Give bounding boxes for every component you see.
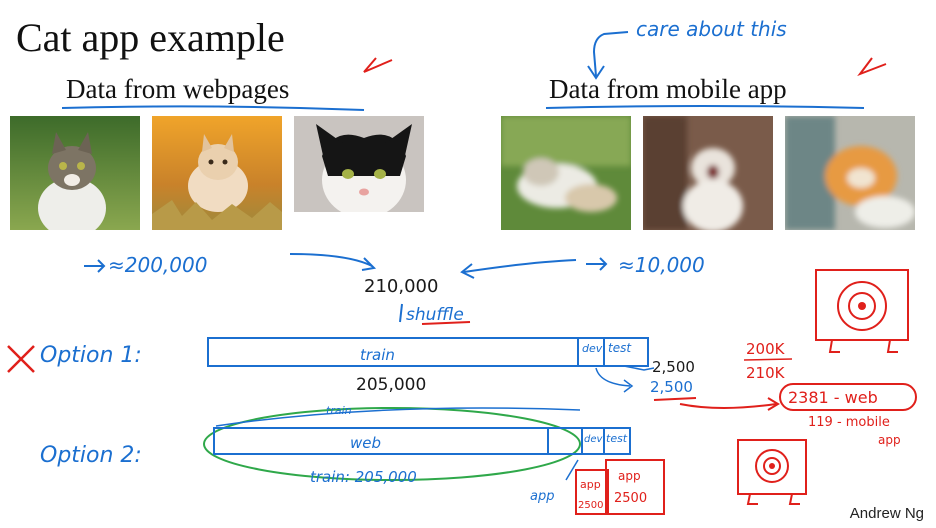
test-size-underline xyxy=(654,398,696,400)
fraction-numerator: 200K xyxy=(746,340,786,358)
option2-web-label: web xyxy=(350,434,381,452)
combined-count: 210,000 xyxy=(364,276,438,297)
option2-train-size: train: 205,000 xyxy=(310,468,417,486)
breakdown-mobile: 119 - mobile xyxy=(808,415,890,430)
option1-dev-label: dev xyxy=(582,342,603,355)
arrow-mobile-to-combined xyxy=(464,260,576,272)
arrow-to-breakdown xyxy=(680,404,776,408)
red-arrow-mark-left xyxy=(364,58,392,72)
breakdown-web: 2381 - web xyxy=(788,388,878,407)
option1-label: Option 1: xyxy=(40,343,142,368)
arrow-web-count xyxy=(84,260,104,272)
author-credit: Andrew Ng xyxy=(850,505,924,522)
dev-app-label: app xyxy=(580,478,601,491)
target-icon-large xyxy=(816,270,908,352)
dev-app-size: 2500 xyxy=(578,500,603,511)
breakdown-mobile-suffix: app xyxy=(878,433,901,447)
option2-app-label: app xyxy=(530,489,554,504)
option1-test-label: test xyxy=(608,341,632,355)
option1-dev-size: 2,500 xyxy=(652,358,695,376)
care-note-arrow xyxy=(594,32,628,76)
care-note-text: care about this xyxy=(636,17,787,41)
mobile-count: ≈10,000 xyxy=(618,253,705,277)
arrow-web-to-combined xyxy=(290,254,372,266)
option1-train-label: train xyxy=(360,346,395,364)
reject-x-mark xyxy=(8,346,34,372)
fraction-denominator: 210K xyxy=(746,364,786,382)
option1-test-size: 2,500 xyxy=(650,378,693,396)
underline-mobile-app xyxy=(546,106,864,108)
test-app-label: app xyxy=(618,469,641,483)
underline-webpages xyxy=(62,106,364,110)
option2-dev-label: dev xyxy=(584,434,604,445)
test-app-size: 2500 xyxy=(614,491,647,506)
red-arrow-mark-right xyxy=(860,58,886,74)
option1-train-size: 205,000 xyxy=(356,375,426,395)
arrow-mobile-count xyxy=(586,258,606,270)
web-count: ≈200,000 xyxy=(108,253,207,277)
option2-train-top: train xyxy=(326,404,352,417)
option2-label: Option 2: xyxy=(40,443,142,468)
option2-test-label: test xyxy=(606,432,628,445)
target-icon-small xyxy=(738,440,806,504)
